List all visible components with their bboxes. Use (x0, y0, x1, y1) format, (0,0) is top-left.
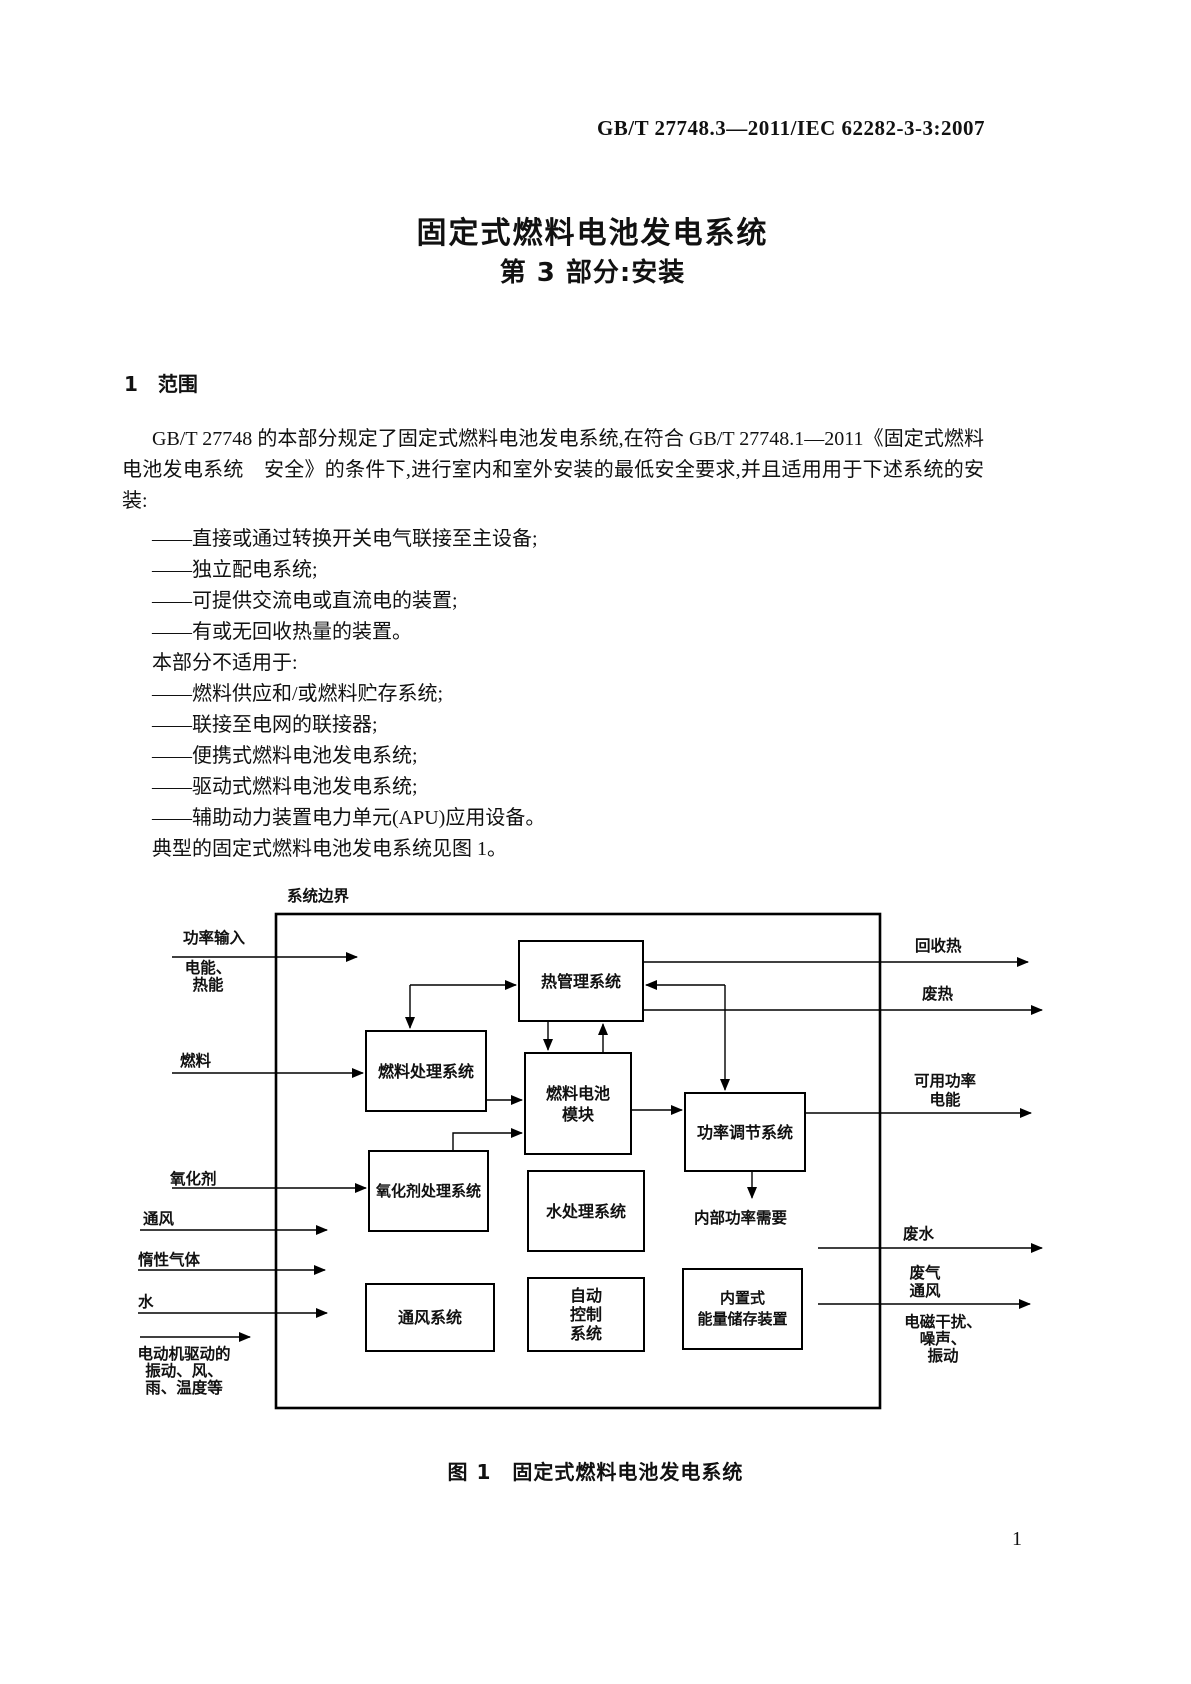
scope-list-item: ——独立配电系统; (152, 559, 318, 581)
system-boundary-label: 系统边界 (287, 887, 350, 905)
scope-paragraph: GB/T 27748 的本部分规定了固定式燃料电池发电系统,在符合 GB/T 2… (122, 428, 984, 512)
input-label-ventilation: 通风 (143, 1210, 175, 1228)
system-boundary-rect (274, 912, 882, 1410)
exclusion-list-item: ——联接至电网的联接器; (152, 714, 378, 736)
section-heading-scope: 1 范围 (124, 372, 198, 396)
figure-box-oxidant-processing: 氧化剂处理系统 (368, 1150, 489, 1232)
exclusion-list-item: ——便携式燃料电池发电系统; (152, 745, 418, 767)
figure-box-fuel-processing: 燃料处理系统 (365, 1030, 487, 1112)
input-label-water: 水 (138, 1293, 154, 1311)
scope-list-item: ——可提供交流电或直流电的装置; (152, 590, 458, 612)
input-label-power-sub: 电能、 热能 (184, 959, 232, 994)
scope-list-item: ——直接或通过转换开关电气联接至主设备; (152, 528, 538, 550)
figure-caption: 图 1 固定式燃料电池发电系统 (447, 1460, 744, 1484)
connector-oxidproc-to-module (452, 1128, 523, 1150)
figure-box-thermal-management: 热管理系统 (518, 940, 644, 1022)
output-label-exhaust-ventilation: 废气 通风 (909, 1264, 941, 1300)
figure-box-fuel-cell-module: 燃料电池 模块 (524, 1052, 632, 1155)
body-text: GB/T 27748 的本部分规定了固定式燃料电池发电系统,在符合 GB/T 2… (122, 424, 984, 865)
standard-number: GB/T 27748.3—2011/IEC 62282-3-3:2007 (596, 116, 985, 140)
exclusion-list: ——燃料供应和/或燃料贮存系统; ——联接至电网的联接器; ——便携式燃料电池发… (122, 679, 984, 834)
page-number: 1 (1012, 1528, 1022, 1550)
output-label-waste-water: 废水 (903, 1225, 935, 1243)
input-label-inert-gas: 惰性气体 (138, 1251, 201, 1269)
document-title-line2: 第 3 部分:安装 (499, 258, 686, 288)
document-title-line1: 固定式燃料电池发电系统 (416, 216, 769, 251)
input-label-oxidant: 氧化剂 (170, 1170, 217, 1188)
figure-box-water-treatment: 水处理系统 (527, 1170, 645, 1252)
exclusion-list-item: ——辅助动力装置电力单元(APU)应用设备。 (152, 807, 546, 829)
scope-list: ——直接或通过转换开关电气联接至主设备; ——独立配电系统; ——可提供交流电或… (122, 524, 984, 648)
output-label-recovered-heat: 回收热 (915, 937, 962, 955)
scope-list-item: ——有或无回收热量的装置。 (152, 621, 412, 643)
exclusion-list-item: ——燃料供应和/或燃料贮存系统; (152, 683, 444, 705)
figure-box-power-conditioning: 功率调节系统 (684, 1092, 806, 1172)
figure-reference-paragraph: 典型的固定式燃料电池发电系统见图 1。 (152, 838, 507, 860)
figure-box-ventilation-system: 通风系统 (365, 1283, 495, 1352)
input-label-motor-environment: 电动机驱动的 振动、风、 雨、温度等 (137, 1345, 231, 1397)
label-internal-power-need: 内部功率需要 (694, 1209, 788, 1227)
figure-1-system-diagram: 系统边界 热管理系统 燃料处理系统 燃料电池 模块 功率调节系统 氧化剂处理系统… (0, 880, 1191, 1425)
output-label-emi-noise-vibration: 电磁干扰、 噪声、 振动 (904, 1313, 982, 1365)
figure-connector-lines (138, 912, 1043, 1410)
exclusion-list-item: ——驱动式燃料电池发电系统; (152, 776, 418, 798)
output-label-available-power: 可用功率 电能 (913, 1072, 976, 1109)
exclusion-paragraph: 本部分不适用于: (152, 652, 298, 674)
input-label-power: 功率输入 (183, 929, 246, 947)
output-label-waste-heat: 废热 (922, 985, 954, 1003)
input-label-fuel: 燃料 (180, 1052, 212, 1070)
figure-box-automatic-control-system: 自动 控制 系统 (527, 1277, 645, 1352)
figure-box-energy-storage-device: 内置式 能量储存装置 (682, 1268, 803, 1350)
